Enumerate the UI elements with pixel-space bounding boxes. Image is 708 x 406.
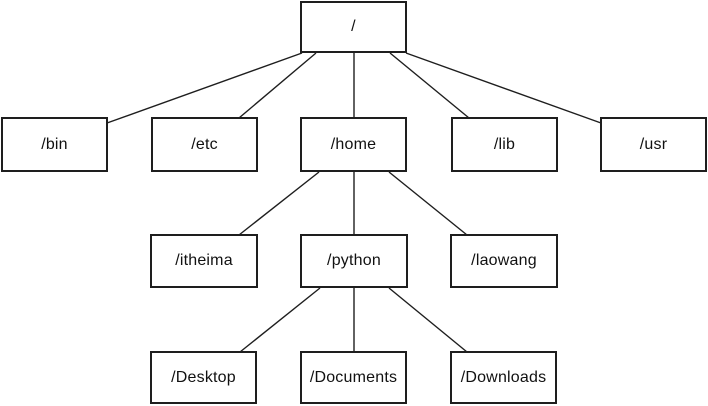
node-python: /python: [300, 234, 408, 288]
node-laowang: /laowang: [450, 234, 558, 288]
node-home: /home: [300, 117, 407, 172]
node-desktop: /Desktop: [150, 351, 257, 404]
node-usr: /usr: [600, 117, 707, 172]
node-bin: /bin: [1, 117, 108, 172]
node-documents: /Documents: [300, 351, 407, 404]
node-itheima: /itheima: [150, 234, 258, 288]
edge-root-lib: [389, 52, 470, 119]
edge-python-desktop: [239, 287, 321, 353]
edge-root-etc: [238, 52, 317, 119]
edge-home-itheima: [238, 171, 320, 236]
node-lib: /lib: [451, 117, 558, 172]
node-root: /: [300, 1, 407, 53]
edge-python-downloads: [388, 287, 468, 353]
edge-home-laowang: [388, 171, 468, 236]
edge-root-usr: [405, 52, 602, 124]
node-etc: /etc: [151, 117, 258, 172]
node-downloads: /Downloads: [450, 351, 557, 404]
edge-root-bin: [106, 52, 303, 124]
